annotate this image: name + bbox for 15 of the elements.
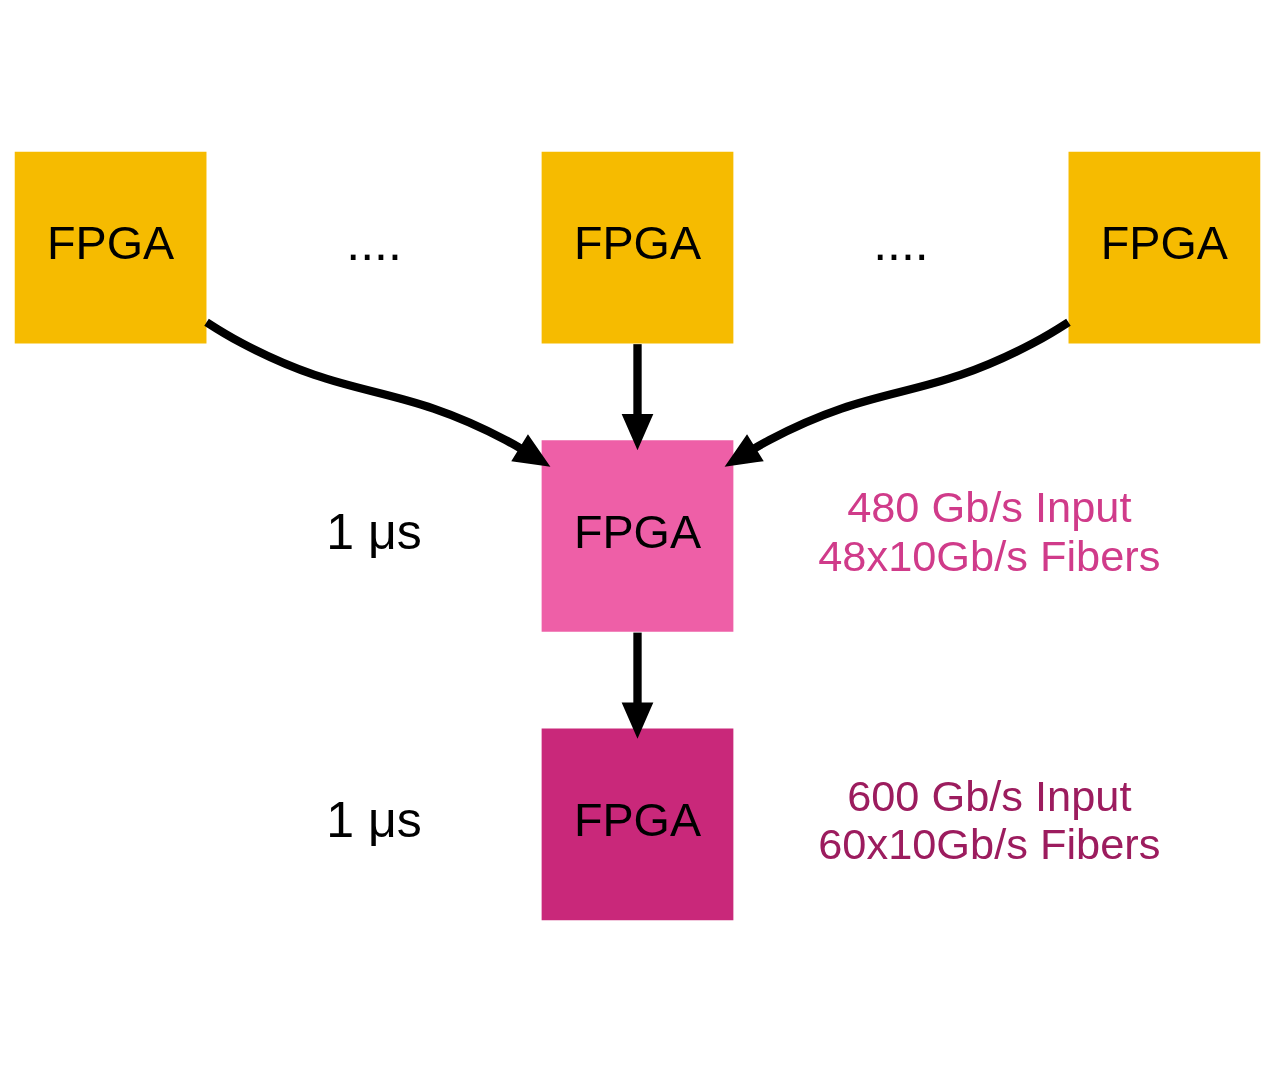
node-box: FPGA [541, 151, 734, 344]
arrow [724, 318, 1071, 467]
node-label: 600 Gb/s Input 60x10Gb/s Fibers [818, 771, 1161, 869]
node-box: FPGA [541, 728, 734, 921]
node-box: FPGA [541, 440, 734, 632]
label: .... [873, 215, 929, 272]
node-label: 480 Gb/s Input 48x10Gb/s Fibers [818, 483, 1161, 580]
arrow [621, 344, 654, 451]
arrow [621, 632, 654, 739]
label: 1 μs [326, 503, 422, 560]
arrow [204, 318, 551, 467]
node-box: FPGA [1068, 151, 1261, 344]
node-box: FPGA [14, 151, 207, 344]
label: 1 μs [326, 791, 422, 848]
label: .... [346, 215, 402, 272]
